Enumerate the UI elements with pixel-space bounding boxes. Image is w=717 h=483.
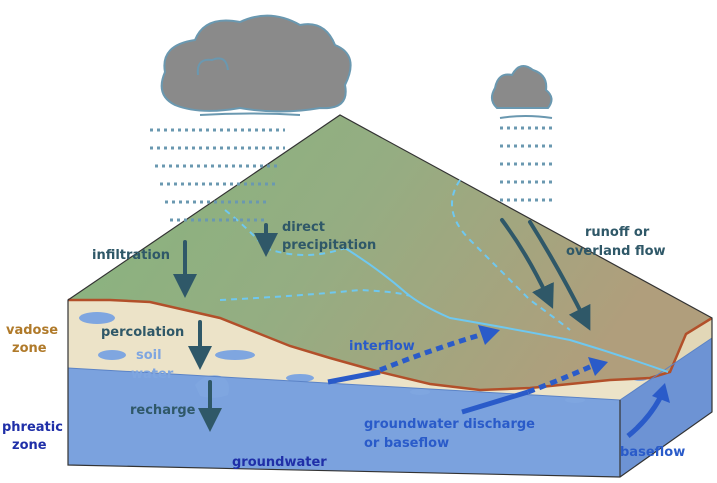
label-soil: soil	[136, 348, 162, 363]
rain-small	[500, 126, 552, 202]
runoff-arrow-1	[500, 218, 554, 309]
zone-vadose-1: vadose	[6, 323, 58, 338]
gw-discharge-arrow	[461, 357, 608, 415]
label-gw-discharge-2: or baseflow	[364, 436, 449, 451]
label-runoff-2: overland flow	[566, 244, 666, 259]
interflow-arrow	[327, 325, 500, 385]
label-runoff-1: runoff or	[585, 225, 650, 240]
label-groundwater: groundwater	[232, 455, 327, 470]
streams	[219, 179, 669, 373]
label-gw-discharge-1: groundwater discharge	[364, 417, 535, 432]
vadose-side-face	[620, 318, 712, 400]
zone-phreatic-2: zone	[12, 438, 47, 453]
rain-large	[150, 128, 285, 222]
zone-vadose-2: zone	[12, 341, 47, 356]
label-interflow: interflow	[349, 339, 415, 354]
label-baseflow: baseflow	[620, 445, 685, 460]
zone-phreatic-1: phreatic	[2, 420, 63, 435]
baseflow-arrow	[626, 383, 670, 438]
label-direct-2: precipitation	[282, 238, 376, 253]
cloud-large	[160, 14, 352, 116]
label-water: water	[131, 367, 174, 382]
block-outline	[67, 114, 713, 478]
label-recharge: recharge	[130, 403, 196, 418]
phreatic-side-face	[620, 338, 712, 477]
dark-arrows	[173, 218, 591, 432]
label-percolation: percolation	[101, 325, 184, 340]
vadose-front-face	[68, 300, 650, 400]
label-infiltration: infiltration	[92, 248, 170, 263]
label-direct-1: direct	[282, 220, 325, 235]
runoff-arrow-2	[528, 220, 591, 331]
cloud-small	[491, 65, 553, 119]
